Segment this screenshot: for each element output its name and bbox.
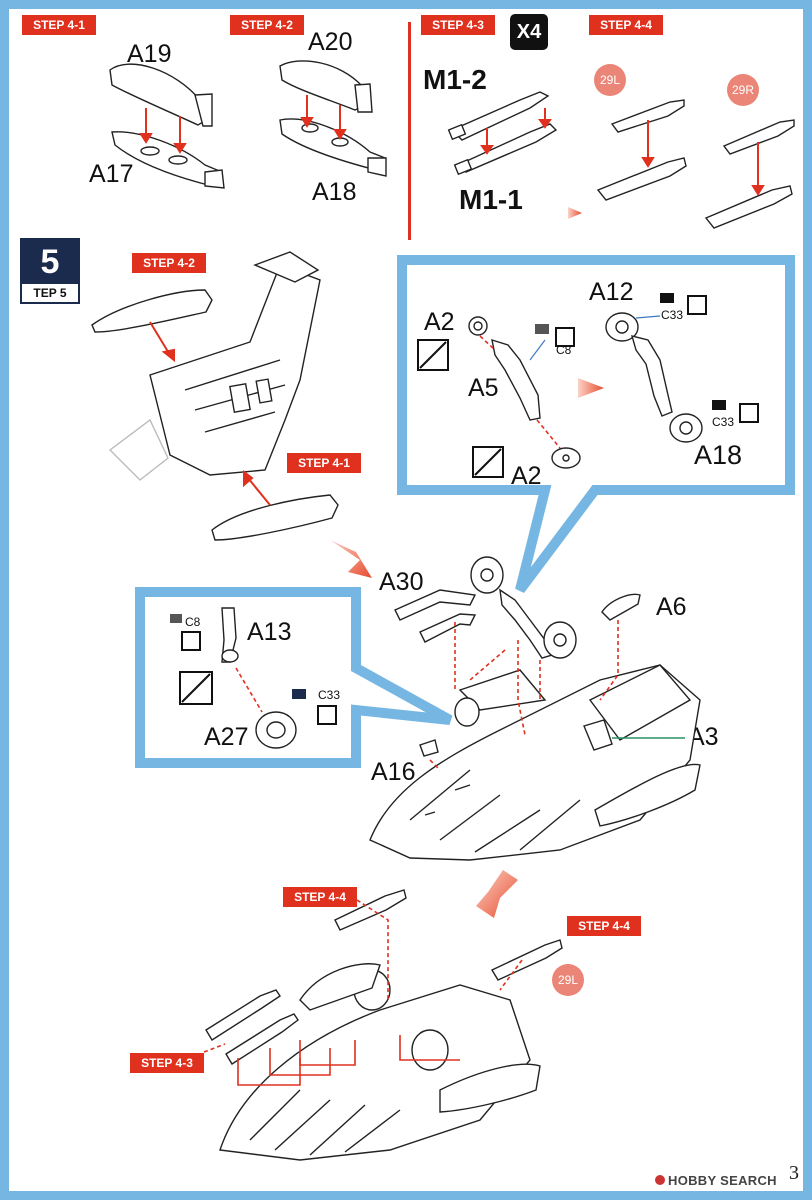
section-divider bbox=[408, 22, 411, 240]
leader-c8 bbox=[529, 339, 546, 361]
step-4-2-tag-mid: STEP 4-2 bbox=[132, 253, 206, 273]
part-label-a16: A16 bbox=[371, 758, 416, 786]
tank-lower-drawing bbox=[211, 494, 339, 541]
step-4-3-tag-bottom: STEP 4-3 bbox=[130, 1053, 204, 1073]
arrows-4-2 bbox=[300, 95, 347, 140]
nose-box-icons bbox=[170, 614, 337, 725]
paint-code-c33-a12: C33 bbox=[661, 308, 684, 322]
tank-upper-drawing bbox=[91, 289, 213, 333]
nose-gear-drawing bbox=[221, 607, 297, 749]
gear-a12-a18-drawing bbox=[605, 312, 703, 443]
leader-c33 bbox=[635, 315, 661, 319]
tank-a18-drawing bbox=[279, 118, 387, 177]
detail-box-right bbox=[397, 255, 795, 593]
watermark: HOBBY SEARCH bbox=[668, 1173, 777, 1188]
part-label-a20: A20 bbox=[308, 28, 353, 56]
arrows-step5-top bbox=[149, 321, 271, 506]
step-4-4-tag-left: STEP 4-4 bbox=[283, 887, 357, 907]
paint-code-c8-nose: C8 bbox=[185, 615, 201, 629]
part-circle-29l-top: 29L bbox=[594, 64, 626, 96]
tank-a17-drawing bbox=[111, 131, 225, 189]
page-number: 3 bbox=[789, 1162, 799, 1184]
part-label-a19: A19 bbox=[127, 40, 172, 68]
dashed-guide-nose bbox=[235, 667, 263, 713]
arrows-4-4 bbox=[641, 120, 765, 196]
step-4-1-tag: STEP 4-1 bbox=[22, 15, 96, 35]
part-label-a12: A12 bbox=[589, 278, 634, 306]
detail-box-left bbox=[135, 587, 453, 768]
arrows-4-1 bbox=[139, 108, 187, 154]
tank-a20-drawing bbox=[279, 60, 373, 113]
tank-a19-drawing bbox=[109, 63, 213, 127]
step-5-badge: 5 TEP 5 bbox=[20, 238, 80, 304]
step-4-1-tag-mid: STEP 4-1 bbox=[287, 453, 361, 473]
step-number: 5 bbox=[22, 240, 78, 284]
paint-code-c33-nose: C33 bbox=[318, 688, 341, 702]
part-label-a2-bottom: A2 bbox=[511, 462, 542, 490]
part-label-a5: A5 bbox=[468, 374, 499, 402]
arrow-to-final bbox=[476, 870, 518, 918]
fuselage-main-drawing bbox=[369, 664, 701, 861]
part-label-a30: A30 bbox=[379, 568, 424, 596]
missiles-29-drawing bbox=[596, 99, 795, 229]
part-label-a27: A27 bbox=[204, 723, 249, 751]
part-label-a17: A17 bbox=[89, 160, 134, 188]
dashed-guides-gear bbox=[479, 335, 561, 449]
dashed-guides-final bbox=[203, 899, 523, 1053]
watermark-logo-icon bbox=[655, 1175, 665, 1185]
quantity-x4-badge: X4 bbox=[510, 14, 548, 50]
step-sub-label: TEP 5 bbox=[33, 286, 67, 300]
part-label-m1-2: M1-2 bbox=[423, 64, 487, 95]
part-label-m1-1: M1-1 bbox=[459, 184, 523, 215]
part-label-a2-top: A2 bbox=[424, 308, 455, 336]
step-4-4-tag: STEP 4-4 bbox=[589, 15, 663, 35]
part-circle-29r: 29R bbox=[727, 74, 759, 106]
arrow-gear-sequence bbox=[578, 378, 604, 398]
do-not-glue-icon-gear bbox=[417, 339, 504, 478]
bomb-m1-drawing bbox=[447, 91, 558, 176]
dashed-guides-main bbox=[429, 620, 619, 771]
part-circle-29l-bottom: 29L bbox=[552, 964, 584, 996]
paint-swatch-icons-gear bbox=[535, 293, 759, 423]
step-4-3-tag: STEP 4-3 bbox=[421, 15, 495, 35]
fuselage-top-drawing bbox=[108, 251, 321, 481]
step-4-2-tag: STEP 4-2 bbox=[230, 15, 304, 35]
part-label-a6: A6 bbox=[656, 593, 687, 621]
arrows-4-3 bbox=[480, 108, 552, 155]
part-label-a18-top: A18 bbox=[312, 178, 357, 206]
solid-guides-final bbox=[237, 1035, 460, 1086]
part-label-a18-gear: A18 bbox=[694, 440, 743, 470]
final-assembly-drawing bbox=[205, 889, 563, 1161]
arrow-into-assembly bbox=[330, 540, 372, 578]
gear-a2-a5-drawing bbox=[468, 316, 581, 469]
main-gear-assembly-drawing bbox=[394, 556, 641, 757]
step-4-4-tag-right: STEP 4-4 bbox=[567, 916, 641, 936]
part-label-a13: A13 bbox=[247, 618, 292, 646]
arrow-4-3-to-4-4 bbox=[568, 207, 582, 219]
paint-code-c33-a18: C33 bbox=[712, 415, 735, 429]
